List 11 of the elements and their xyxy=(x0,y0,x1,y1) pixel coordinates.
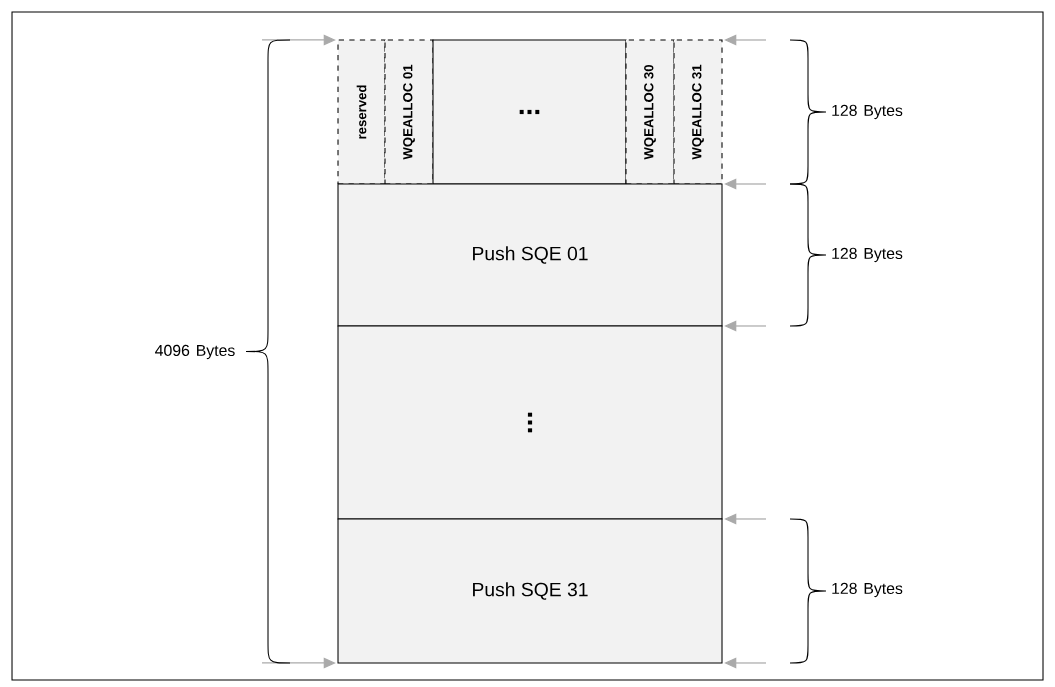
size-label: 128 Bytes xyxy=(832,582,903,598)
memory-block: ... xyxy=(337,325,723,520)
memory-cell: WQEALLOC 30 xyxy=(625,39,675,185)
memory-cell: WQEALLOC 31 xyxy=(673,39,723,185)
size-label: 4096 Bytes xyxy=(155,344,235,360)
memory-cell: WQEALLOC 01 xyxy=(384,39,434,185)
size-label: 128 Bytes xyxy=(832,104,903,120)
memory-block: Push SQE 31 xyxy=(337,518,723,664)
size-label: 128 Bytes xyxy=(832,247,903,263)
memory-block: Push SQE 01 xyxy=(337,183,723,327)
memory-cell: reserved xyxy=(337,39,386,185)
